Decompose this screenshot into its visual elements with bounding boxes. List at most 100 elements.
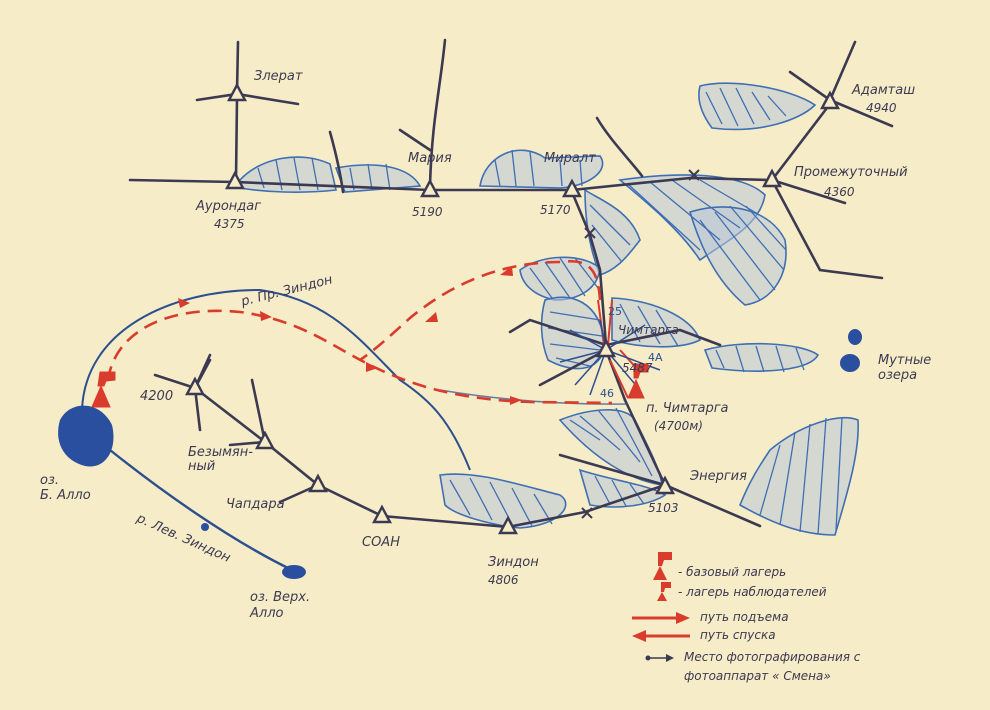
peak-triangle-aurondag xyxy=(225,170,245,190)
peak-name-adamtash: Адамташ xyxy=(852,83,916,98)
ridge-soan-n xyxy=(193,353,384,518)
marker-4a: 4А xyxy=(648,351,663,364)
ridge-mariya-nw xyxy=(398,128,432,152)
glacier-hatching xyxy=(257,87,843,535)
marker-46: 46 xyxy=(600,387,614,400)
ridges xyxy=(128,38,894,529)
camps xyxy=(91,363,649,408)
legend-ascent-text: путь подъема xyxy=(700,610,789,624)
legend-photo-text: Место фотографирования с xyxy=(684,650,861,664)
peak-triangle-mariya xyxy=(420,178,440,198)
peak-triangle-zlerat xyxy=(227,82,247,102)
lake-verkh-allo-label: оз. Верх. Алло xyxy=(250,590,311,621)
legend-camera-text: фотоаппарат « Смена» xyxy=(684,669,831,683)
peak-triangle-soan xyxy=(372,504,392,524)
river-spot xyxy=(201,523,209,531)
ridge-330 xyxy=(328,130,345,194)
ridge-energiya-nw xyxy=(558,453,667,487)
marker-25: 25 xyxy=(608,305,622,318)
peak-name-zindon: Зиндон xyxy=(488,555,539,570)
glacier-mariya xyxy=(334,164,422,193)
ridge-promezh-s xyxy=(770,178,884,280)
legend-observer-camp-icon xyxy=(657,582,671,601)
peak-name-aurondag: Аурондаг xyxy=(196,199,262,214)
peak-alt-adamtash: 4940 xyxy=(866,101,897,115)
peak-alt-promezhutochny: 4360 xyxy=(824,185,855,199)
glacier-zindon xyxy=(439,473,567,529)
peak-triangle-chapdara xyxy=(308,473,328,493)
peak-name-miralt: Миралт xyxy=(544,151,596,166)
observer-camp-icon xyxy=(627,363,649,399)
peak-triangle-miralt xyxy=(562,178,582,198)
glacier-promezhutochny xyxy=(689,206,787,306)
ridge-zlerat-w xyxy=(195,92,300,106)
ridge-bez-n xyxy=(250,378,267,444)
peak-alt-zindon: 4806 xyxy=(488,573,519,587)
ridge-4200-w xyxy=(153,373,197,390)
peak-alt-energiya: 5103 xyxy=(648,501,679,515)
lake-mutnye-2 xyxy=(840,354,860,372)
glacier-upper-left xyxy=(584,188,641,276)
ridge-soan-zindon xyxy=(380,514,510,529)
ridge-mariya-n xyxy=(428,38,447,187)
lake-mutnye-1 xyxy=(848,329,862,345)
water xyxy=(58,288,862,579)
peak-name-4200: 4200 xyxy=(140,389,174,404)
pass-markers xyxy=(581,169,700,519)
mutnye-ozera-label: Мутные озера xyxy=(878,353,932,383)
legend-observer-camp-text: - лагерь наблюдателей xyxy=(678,585,827,599)
lake-b-allo xyxy=(58,405,114,467)
lake-b-allo-label: оз. Б. Алло xyxy=(40,473,91,503)
ridge-promezh-e xyxy=(770,178,847,205)
glacier-aurondag xyxy=(239,156,337,193)
peak-triangle-p4200 xyxy=(185,376,205,396)
peak-triangle-promezhutochny xyxy=(762,168,782,188)
river-lev-zindon xyxy=(109,449,293,572)
ridge-miralt-s xyxy=(570,190,608,347)
ascent-path xyxy=(106,309,613,405)
ridge-pass-s xyxy=(623,398,667,487)
river-pr-zindon xyxy=(81,288,471,471)
ridge-energiya-e xyxy=(663,483,762,528)
legend-descent-text: путь спуска xyxy=(700,628,776,642)
ridge-adamtash-ne xyxy=(788,40,857,102)
legend-base-camp-icon xyxy=(653,552,672,580)
peak-name-zlerat: Злерат xyxy=(254,69,303,84)
peak-triangle-chimtarga xyxy=(596,338,616,358)
peak-name-chimtarga: Чимтарга xyxy=(618,323,679,337)
ridge-chimtarga-s xyxy=(604,348,627,402)
peak-markers xyxy=(185,82,840,535)
ridge-miralt-n xyxy=(595,116,644,178)
peak-triangle-energiya xyxy=(655,475,675,495)
peak-alt-chimtarga: 5487 xyxy=(622,361,653,375)
routes xyxy=(106,259,613,405)
peak-name-energiya: Энергия xyxy=(690,469,747,484)
legend-base-camp-text: - базовый лагерь xyxy=(678,565,787,579)
ridge-adamtash-s xyxy=(770,102,832,182)
glacier-mutnye xyxy=(703,342,820,372)
peak-triangle-bezymyanny xyxy=(255,430,275,450)
peak-name-bezymyanny: Безымян- ный xyxy=(188,445,253,475)
ridge-chimtarga-e xyxy=(604,328,722,347)
peak-name-soan: СОАН xyxy=(362,535,400,550)
base-camp-icon xyxy=(91,371,116,408)
pass-chimtarga-label: п. Чимтарга xyxy=(646,401,729,416)
pass-chimtarga-altitude: (4700м) xyxy=(654,419,703,433)
glacier-energiya-e xyxy=(738,416,859,536)
peak-triangle-zindon xyxy=(498,515,518,535)
peak-name-mariya: Мария xyxy=(408,151,452,166)
peak-alt-mariya: 5190 xyxy=(412,205,443,219)
glacier-energiya-s xyxy=(578,468,667,508)
ridge-chimtarga-w2 xyxy=(538,348,608,387)
peak-alt-aurondag: 4375 xyxy=(214,217,245,231)
peak-name-promezhutochny: Промежуточный xyxy=(794,165,908,180)
ridge-main xyxy=(128,176,772,192)
ridge-zlerat-s xyxy=(234,96,239,182)
glacier-chimtarga-e xyxy=(611,297,702,348)
route-arrows xyxy=(178,266,522,405)
peak-name-chapdara: Чапдара xyxy=(226,497,285,512)
lake-verkh-allo xyxy=(282,565,306,579)
glacier-miralt xyxy=(479,149,604,189)
